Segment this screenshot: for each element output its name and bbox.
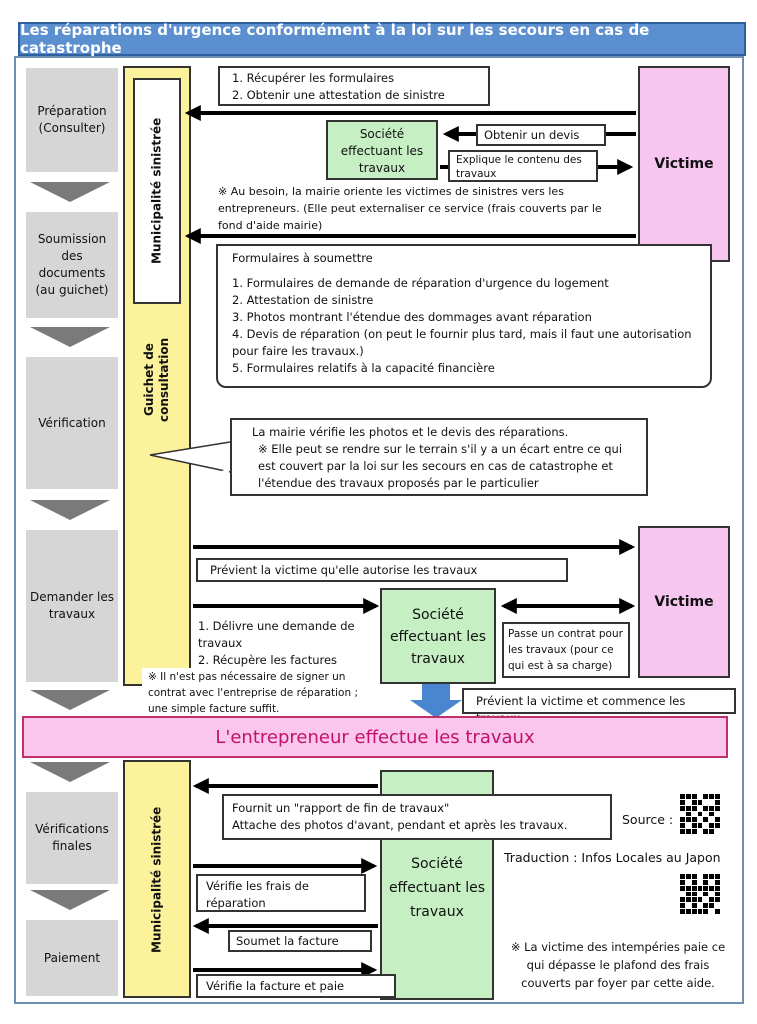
recupere-factures-text: 2. Récupère les factures bbox=[198, 653, 338, 667]
step-verification: Vérification bbox=[26, 357, 118, 489]
previent-commence-box: Prévient la victime et commence les trav… bbox=[462, 688, 736, 725]
fournit-line1: Fournit un "rapport de fin de travaux" bbox=[232, 801, 450, 815]
preparation-box: 1. Récupérer les formulaires 2. Obtenir … bbox=[218, 66, 490, 106]
soumet-facture-box: Soumet la facture bbox=[228, 930, 372, 952]
passe-contrat-box: Passe un contrat pour les travaux (pour … bbox=[502, 622, 630, 678]
societe-box-2: Société effectuant les travaux bbox=[380, 588, 496, 684]
entrepreneur-banner: L'entrepreneur effectue les travaux bbox=[22, 716, 728, 758]
note-besoin: ※ Au besoin, la mairie oriente les victi… bbox=[218, 185, 602, 232]
step-verifications-finales: Vérifications finales bbox=[26, 792, 118, 884]
formulaire-item: 4. Devis de réparation (on peut le fourn… bbox=[232, 327, 692, 358]
verifie-frais-box: Vérifie les frais de réparation bbox=[196, 874, 366, 912]
qr-code-icon bbox=[680, 874, 720, 914]
delivre-box: 1. Délivre une demande de travaux 2. Réc… bbox=[194, 616, 360, 668]
step-paiement: Paiement bbox=[26, 920, 118, 996]
verifie-facture-box: Vérifie la facture et paie bbox=[196, 974, 396, 998]
chevron-down-icon bbox=[30, 500, 110, 520]
chevron-down-icon bbox=[30, 762, 110, 782]
chevron-down-icon bbox=[30, 690, 110, 710]
verif-line1: La mairie vérifie les photos et le devis… bbox=[252, 425, 569, 439]
callout-pointer bbox=[149, 441, 231, 473]
societe-box-1: Société effectuant les travaux bbox=[326, 120, 438, 180]
qr-code-icon bbox=[680, 794, 720, 834]
step-preparation: Préparation (Consulter) bbox=[26, 68, 118, 172]
verif-line2: ※ Elle peut se rendre sur le terrain s'i… bbox=[258, 442, 623, 490]
diagram-frame bbox=[14, 56, 744, 1004]
traduction-label: Traduction : Infos Locales au Japon bbox=[504, 850, 721, 865]
fournit-line2: Attache des photos d'avant, pendant et a… bbox=[232, 818, 568, 832]
delivre-text: 1. Délivre une demande de travaux bbox=[198, 619, 355, 650]
note-contrat: ※ Il n'est pas nécessaire de signer un c… bbox=[142, 668, 380, 718]
chevron-down-icon bbox=[30, 890, 110, 910]
formulaire-item: 2. Attestation de sinistre bbox=[232, 293, 374, 307]
victime-box-2: Victime bbox=[638, 526, 730, 678]
obtenir-attestation-text: 2. Obtenir une attestation de sinistre bbox=[232, 88, 445, 102]
formulaires-box: Formulaires à soumettre 1. Formulaires d… bbox=[216, 244, 712, 388]
chevron-down-icon bbox=[30, 182, 110, 202]
formulaire-item: 1. Formulaires de demande de réparation … bbox=[232, 276, 609, 290]
formulaire-item: 3. Photos montrant l'étendue des dommage… bbox=[232, 310, 592, 324]
chevron-down-icon bbox=[30, 327, 110, 347]
step-demander: Demander les travaux bbox=[26, 530, 118, 682]
formulaire-item: 5. Formulaires relatifs à la capacité fi… bbox=[232, 361, 495, 375]
source-label: Source : bbox=[622, 812, 674, 827]
previent-autorise-box: Prévient la victime qu'elle autorise les… bbox=[196, 558, 568, 582]
formulaires-title: Formulaires à soumettre bbox=[232, 251, 373, 265]
obtenir-devis-box: Obtenir un devis bbox=[476, 124, 606, 146]
recuperer-text: 1. Récupérer les formulaires bbox=[232, 71, 395, 85]
victime-box: Victime bbox=[638, 66, 730, 262]
verification-box: La mairie vérifie les photos et le devis… bbox=[230, 418, 648, 496]
note-paie: ※ La victime des intempéries paie ce qui… bbox=[510, 940, 726, 990]
step-soumission: Soumission des documents (au guichet) bbox=[26, 212, 118, 318]
municipalite-bar-bottom bbox=[123, 760, 191, 998]
explique-box: Explique le contenu des travaux bbox=[448, 150, 598, 182]
arrow-down-blue bbox=[410, 684, 462, 718]
fournit-rapport-box: Fournit un "rapport de fin de travaux" A… bbox=[222, 794, 612, 840]
page-title: Les réparations d'urgence conformément à… bbox=[18, 21, 746, 57]
